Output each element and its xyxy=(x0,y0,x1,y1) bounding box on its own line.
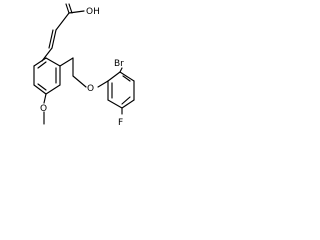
bond-c4-oh xyxy=(68,10,85,14)
bond-ring2-br xyxy=(119,67,123,73)
bond-ring-methoxy-o xyxy=(43,93,47,104)
ring1-bond-bottom-left xyxy=(33,84,47,95)
bond-c3-c4 xyxy=(55,12,70,31)
ring1-bond-bottom-right xyxy=(45,84,61,95)
hydroxyl-label: OH xyxy=(86,7,100,17)
bond-c1-c2 xyxy=(41,47,53,62)
bond-o-ring2 xyxy=(97,80,109,88)
ring1-bond-top-left xyxy=(33,57,47,67)
bromo-label: Br xyxy=(114,59,124,69)
ring2-bond-bottom-right xyxy=(121,99,135,109)
ring2-inner-double-1 xyxy=(122,75,131,82)
ring2-inner-double-2 xyxy=(121,96,131,105)
structure-drawing: OH Br O O F xyxy=(33,3,135,128)
fluoro-label: F xyxy=(118,118,123,128)
ring1-inner-double-3 xyxy=(37,83,47,91)
ether-oxygen-label: O xyxy=(87,84,94,94)
bond-c2-c3-double xyxy=(48,29,54,49)
bond-c4-o xyxy=(65,3,70,14)
bond-c4-o-double xyxy=(68,3,73,14)
bond-ring-ch2 xyxy=(59,57,74,67)
chemical-structure: OH Br O O F xyxy=(0,0,143,141)
ring2-bond-top-right xyxy=(119,71,135,82)
ring1-bond-top-right xyxy=(45,57,61,67)
ring1-inner-double-1 xyxy=(37,61,47,69)
methoxy-oxygen-label: O xyxy=(40,104,47,114)
bond-c2-c3 xyxy=(51,29,57,49)
bond-ch2-o xyxy=(72,75,87,88)
ring2-bond-top-left xyxy=(107,71,121,82)
ring2-bond-bottom-left xyxy=(107,99,123,109)
